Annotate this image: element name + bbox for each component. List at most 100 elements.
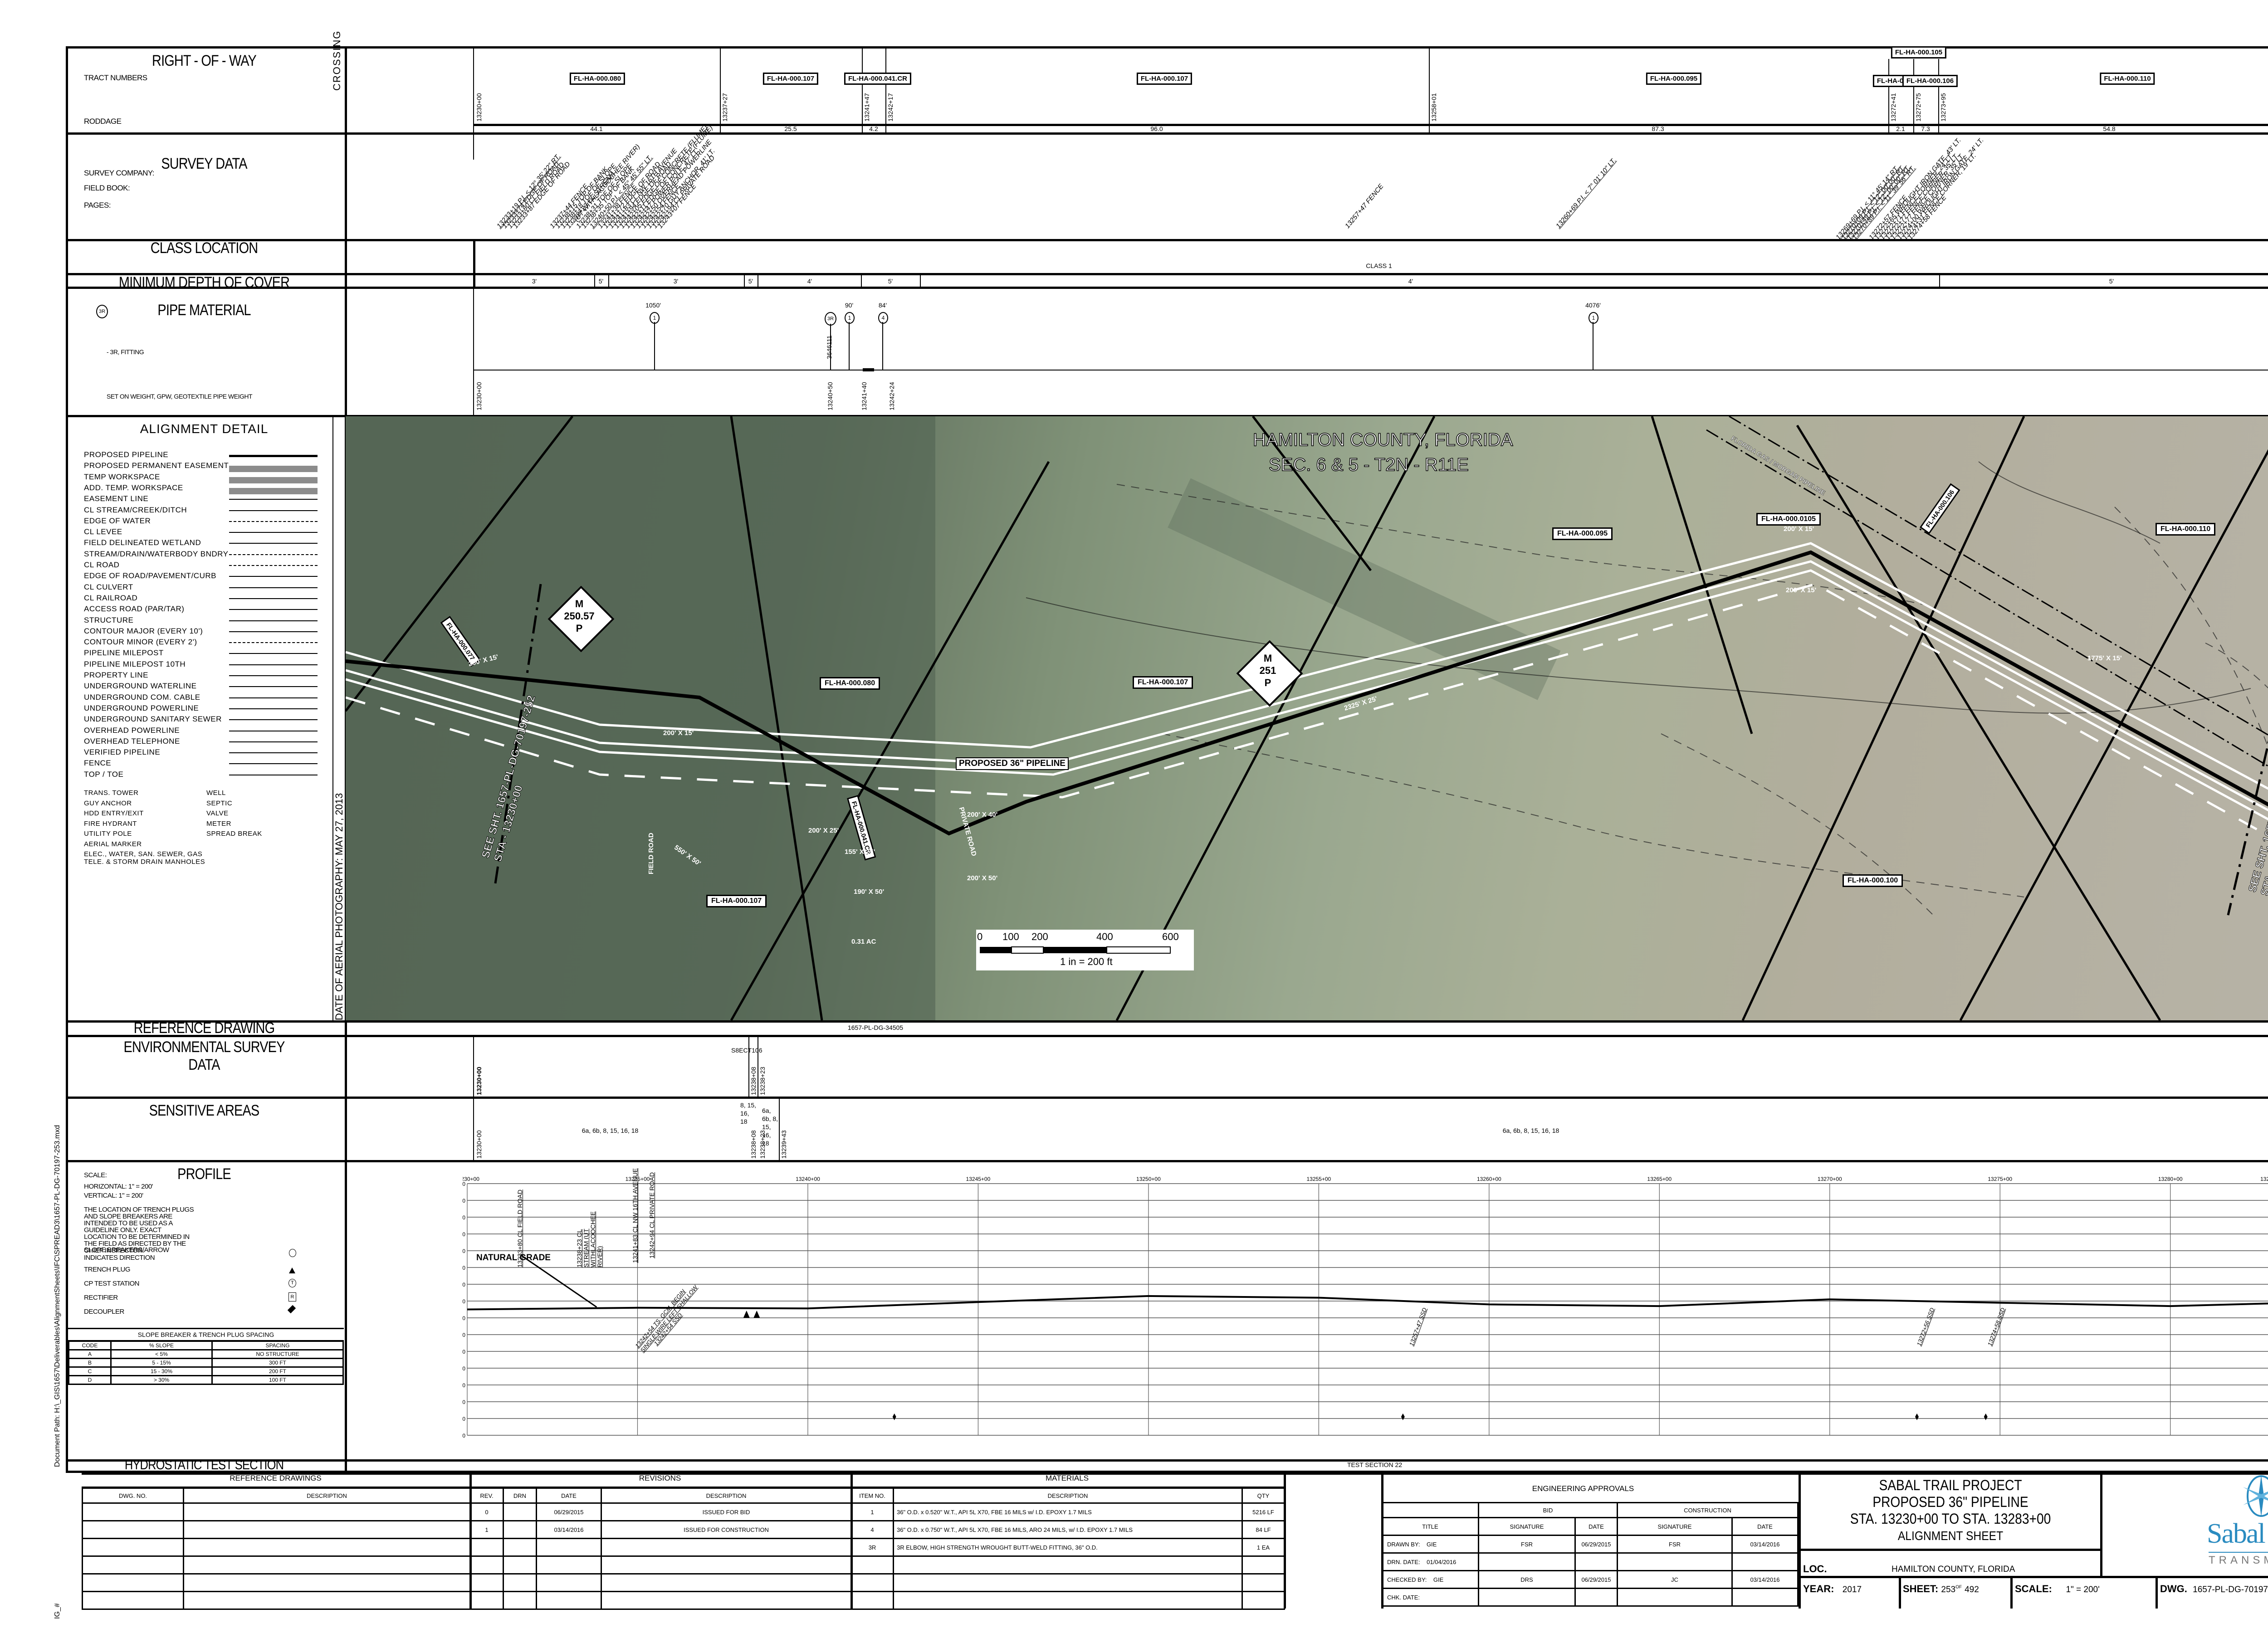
station-line [1429,46,1430,132]
approvals-title: ENGINEERING APPROVALS [1532,1484,1634,1493]
depth-value: 5' [2109,278,2114,285]
profile-title: PROFILE [177,1165,231,1183]
approval-cell [1381,1502,1479,1518]
profile-note: THE LOCATION OF TRENCH PLUGS AND SLOPE B… [84,1206,194,1254]
approval-role: CHK. DATE: [1387,1594,1420,1601]
cp-test-station-icon: T [288,1279,296,1287]
svg-text:13265+00: 13265+00 [1647,1176,1672,1182]
legend-line-symbol [229,741,318,742]
divider [1799,1576,2268,1578]
legend-item: FIELD DELINEATED WETLAND [84,538,201,547]
profile-chart: 4504504004003503503003002502502002001501… [455,1174,2268,1446]
legend-line-symbol [229,719,318,721]
sensitive-area-codes: 6a, 6b, 8, 15, 16, 18 [582,1127,639,1134]
tract-tag[interactable]: FL-HA-000.095 [1646,73,1702,85]
hydrostatic-title: HYDROSTATIC TEST SECTION [124,1458,284,1472]
approval-row: DRAWN BY: GIE FSR 06/29/2015 FSR 03/14/2… [1381,1535,1799,1554]
pipeline-name: PROPOSED 36" PIPELINE [1872,1494,2028,1510]
road-label: FIELD ROAD [647,833,655,874]
mat-header: ITEM NO. [850,1487,894,1504]
legend-line-symbol [229,697,318,698]
tract-tag[interactable]: FL-HA-000.080 [569,73,626,85]
sheet-total: 492 [1965,1585,1979,1594]
svg-text:13275+00: 13275+00 [1988,1176,2012,1182]
map-tract-label[interactable]: FL-HA-000.110 [2156,523,2216,536]
symbol-legend-item: SEPTIC [206,799,233,807]
map-tract-label[interactable]: FL-HA-000.080 [820,677,880,690]
divider [66,132,2268,135]
depth-break [608,273,609,287]
year-value: 2017 [1842,1585,1862,1594]
map-tract-label[interactable]: FL-HA-000.100 [1843,874,1903,887]
material-row: 4 36" O.D. x 0.750" W.T., API 5L X70, FB… [850,1520,1285,1539]
approval-row: CHECKED BY: GIE DRS 06/29/2015 JC 03/14/… [1381,1570,1799,1589]
tract-tag[interactable]: FL-HA-000.106 [1902,75,1958,87]
row-title-class-location: CLASS LOCATION [150,239,258,257]
mat-cell: 1 [850,1502,894,1521]
divider [66,1097,2268,1099]
loc-label: LOC. [1803,1563,1827,1575]
tract-tag[interactable]: FL-HA-000.110 [2100,73,2155,85]
depth-value: 3' [673,278,679,285]
map-tract-label[interactable]: FL-HA-000.107 [1133,676,1193,689]
divider [66,239,2268,241]
ig-label: IG_# [54,1603,61,1619]
roddage: 25.5 [784,125,797,132]
mat-cell: 4 [850,1520,894,1539]
aerial-map[interactable]: HAMILTON COUNTY, FLORIDA SEC. 6 & 5 - T2… [346,416,2268,1020]
rev-cell: 03/14/2016 [536,1520,602,1539]
legend-item: FENCE [84,759,112,768]
svg-text:400: 400 [463,1198,465,1204]
approval-title-cell: DRAWN BY: GIE [1381,1535,1479,1554]
map-tract-label[interactable]: FL-HA-000.0105 [1756,513,1821,526]
ref-cell [82,1573,184,1592]
ref-header: DESCRIPTION [183,1487,471,1504]
approval-bid: BID [1478,1502,1618,1518]
mat-cell [893,1591,1243,1610]
materials-table: ITEM NO. DESCRIPTION QTY 1 36" O.D. x 0.… [850,1487,1285,1610]
map-tract-label[interactable]: FL-HA-000.107 [706,895,767,907]
approval-role: DRAWN BY: [1387,1540,1420,1548]
material-row: 1 36" O.D. x 0.520" W.T., API 5L X70, FB… [850,1502,1285,1521]
tract-tag-upper[interactable]: FL-HA-000.105 [1891,46,1947,58]
approval-header: DATE [1574,1517,1618,1536]
mat-cell: 36" O.D. x 0.750" W.T., API 5L X70, FBE … [893,1520,1243,1539]
station: 13240+50 [826,382,834,410]
legend-item: CL ROAD [84,561,120,569]
divider [1284,1472,1286,1609]
approval-cell [1574,1552,1618,1571]
depth-break [1939,273,1940,287]
svg-text:50: 50 [463,1315,465,1321]
map-tract-label[interactable]: FL-HA-000.095 [1552,527,1613,540]
tract-tag[interactable]: FL-HA-000.107 [1136,73,1193,85]
mat-header: QTY [1242,1487,1285,1504]
station: 13242+24 [888,382,895,410]
workspace-dim: 200' X 15' [663,729,694,737]
depth-break [594,273,595,287]
manholes-legend: ELEC., WATER, SAN. SEWER, GAS TELE. & ST… [84,850,205,866]
station: 13258+01 [1430,93,1437,122]
slope-header: CODE [68,1341,112,1350]
legend-item: CL RAILROAD [84,593,138,602]
approval-title-cell: DRN. DATE: 01/04/2016 [1381,1552,1479,1571]
legend-item: PROPERTY LINE [84,671,148,679]
depth-value: 4' [1408,278,1413,285]
profile-legend-trench: TRENCH PLUG [84,1266,131,1273]
rev-cell [469,1573,504,1592]
tract-tag[interactable]: FL-HA-000.041.CR [844,73,912,85]
legend-line-symbol [229,631,318,632]
tract-tag[interactable]: FL-HA-000.107 [763,73,819,85]
pages-label: PAGES: [84,201,111,210]
revision-row: 0 06/29/2015 ISSUED FOR BID [469,1502,852,1521]
slope-header: % SLOPE [110,1341,213,1350]
mat-cell: 84 LF [1242,1520,1285,1539]
scale-tick: 600 [1162,931,1179,942]
profile-vertical-scale: VERTICAL: 1" = 200' [84,1192,143,1199]
pipe-length: 1050' [645,302,661,309]
svg-text:-200: -200 [463,1399,465,1405]
scale-label: SCALE: [2015,1583,2052,1594]
loc-value: HAMILTON COUNTY, FLORIDA [1892,1565,2015,1574]
approval-cell [1731,1588,1799,1607]
svg-text:13230+00: 13230+00 [463,1176,479,1182]
profile-horizontal-scale: HORIZONTAL: 1" = 200' [84,1183,153,1190]
